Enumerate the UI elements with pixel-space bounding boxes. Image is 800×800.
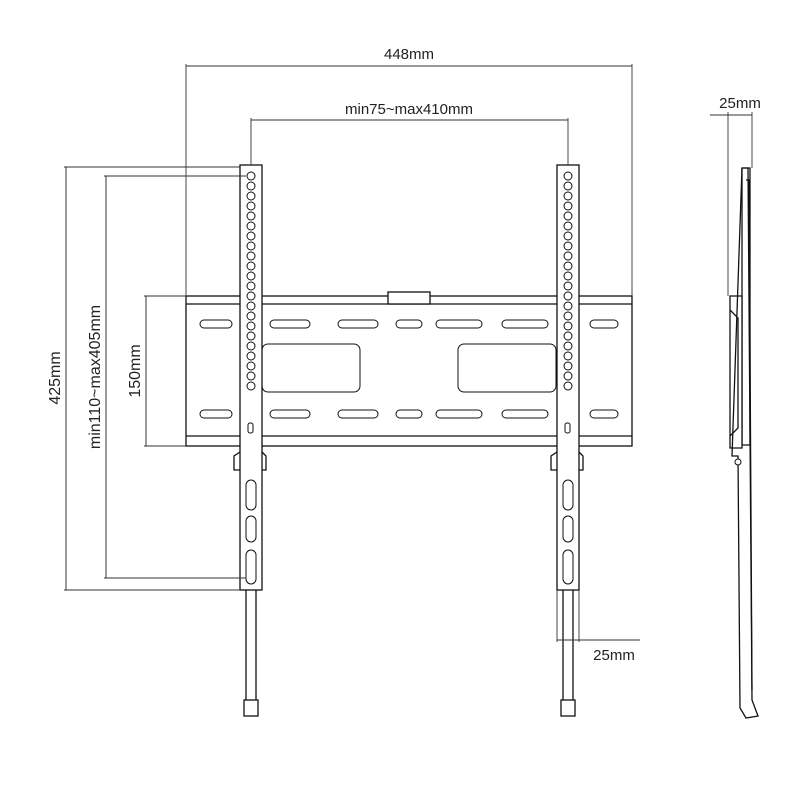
mounting-hole <box>563 301 573 311</box>
mounting-hole <box>563 191 573 201</box>
right-arm-holes <box>563 171 573 391</box>
mounting-hole <box>246 331 256 341</box>
label-plate-height: 150mm <box>127 344 144 397</box>
label-overall-height: 425mm <box>47 351 64 404</box>
mounting-hole <box>563 321 573 331</box>
mounting-hole <box>246 321 256 331</box>
mounting-hole <box>246 351 256 361</box>
label-overall-width: 448mm <box>384 46 434 63</box>
mounting-hole <box>246 221 256 231</box>
left-arm-holes <box>246 171 256 391</box>
mounting-hole <box>563 371 573 381</box>
side-profile <box>729 167 759 719</box>
label-vesa-vertical: min110~max405mm <box>87 305 104 449</box>
dim-profile-depth <box>710 112 753 296</box>
mounting-hole <box>246 371 256 381</box>
dim-overall-width <box>185 64 633 296</box>
mounting-hole <box>246 211 256 221</box>
plate-window-left <box>261 343 361 393</box>
mounting-hole <box>563 241 573 251</box>
mounting-hole <box>563 261 573 271</box>
mounting-hole <box>563 221 573 231</box>
label-arm-offset: 25mm <box>593 647 635 664</box>
mounting-hole <box>246 301 256 311</box>
plate-window-right <box>457 343 557 393</box>
mounting-hole <box>246 271 256 281</box>
mounting-hole <box>246 311 256 321</box>
mounting-hole <box>246 201 256 211</box>
mounting-hole <box>246 191 256 201</box>
dim-arm-offset <box>556 590 640 642</box>
mounting-hole <box>563 231 573 241</box>
dim-plate-height <box>144 295 186 447</box>
mounting-hole <box>563 271 573 281</box>
dim-vesa-vertical <box>104 175 246 579</box>
mounting-hole <box>246 361 256 371</box>
mounting-hole <box>246 291 256 301</box>
mounting-hole <box>246 341 256 351</box>
mounting-hole <box>563 291 573 301</box>
label-profile-depth: 25mm <box>719 95 761 112</box>
mounting-hole <box>246 381 256 391</box>
lower-slot-row <box>199 409 619 419</box>
mounting-hole <box>563 331 573 341</box>
mounting-hole <box>563 361 573 371</box>
left-arm <box>233 164 267 717</box>
mounting-hole <box>246 281 256 291</box>
dim-overall-height <box>64 166 240 591</box>
mounting-hole <box>563 181 573 191</box>
upper-slot-row <box>199 319 619 329</box>
mounting-hole <box>563 211 573 221</box>
mounting-hole <box>563 251 573 261</box>
mounting-hole <box>246 231 256 241</box>
mounting-hole <box>246 261 256 271</box>
mounting-hole <box>563 341 573 351</box>
mounting-hole <box>246 251 256 261</box>
mounting-hole <box>246 241 256 251</box>
label-vesa-horizontal: min75~max410mm <box>345 101 473 118</box>
dim-vesa-horizontal <box>250 118 569 165</box>
mounting-hole <box>246 181 256 191</box>
mounting-hole <box>563 381 573 391</box>
mounting-hole <box>563 351 573 361</box>
mounting-hole <box>563 201 573 211</box>
mounting-hole <box>563 311 573 321</box>
mounting-hole <box>563 171 573 181</box>
mounting-hole <box>246 171 256 181</box>
mounting-hole <box>563 281 573 291</box>
